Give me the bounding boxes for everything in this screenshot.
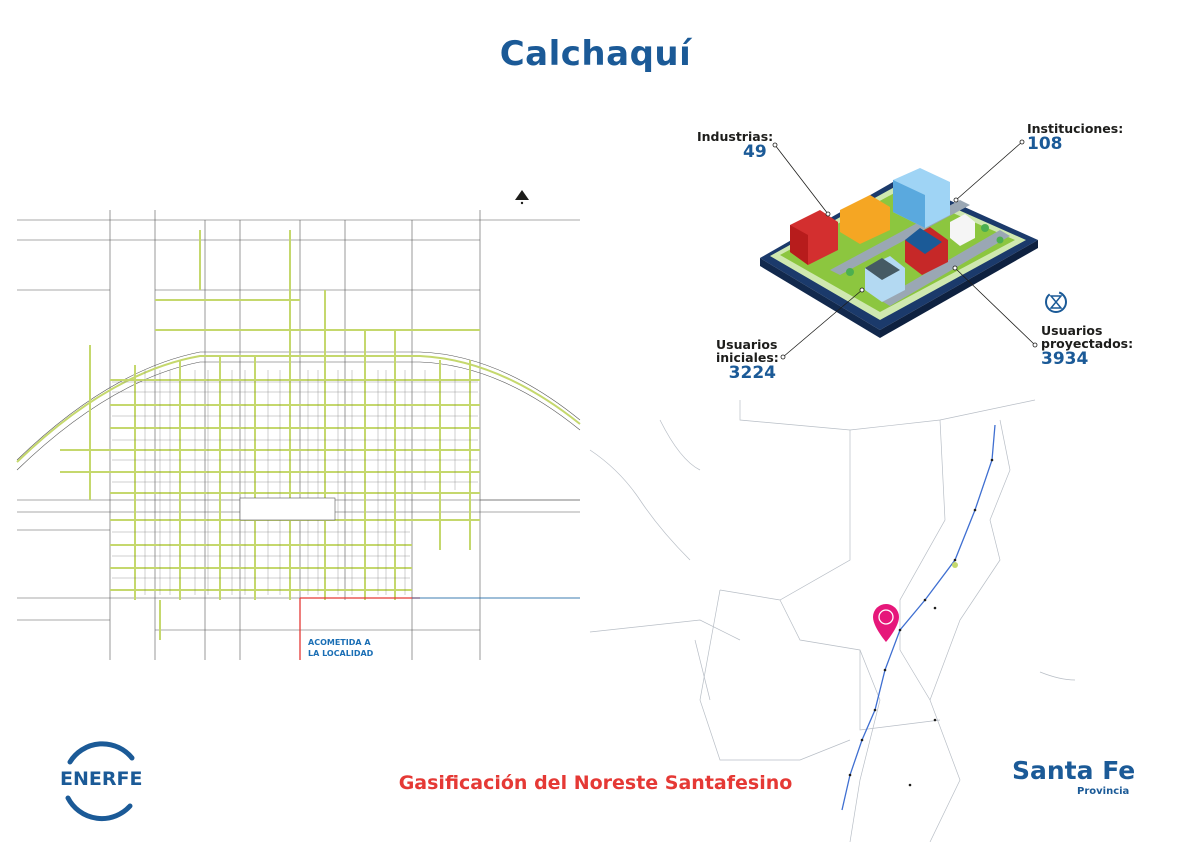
santa-fe-logo: Santa Fe (1012, 756, 1136, 785)
provincia-label: Provincia (1077, 786, 1130, 797)
acometida-annotation: ACOMETIDA A LA LOCALIDAD (308, 638, 374, 658)
stat-usuarios-iniciales: Usuarios iniciales: 3224 (716, 337, 779, 383)
stat-instituciones: Instituciones: 108 (1027, 121, 1124, 154)
stat-usuarios-proyectados: Usuarios proyectados: 3934 (1041, 323, 1134, 369)
page-title: Calchaquí (499, 34, 692, 74)
footer-tagline: Gasificación del Noreste Santafesino (398, 772, 793, 794)
stat-industrias: Industrias: 49 (697, 129, 774, 162)
enerfe-logo: ENERFE (60, 768, 143, 790)
